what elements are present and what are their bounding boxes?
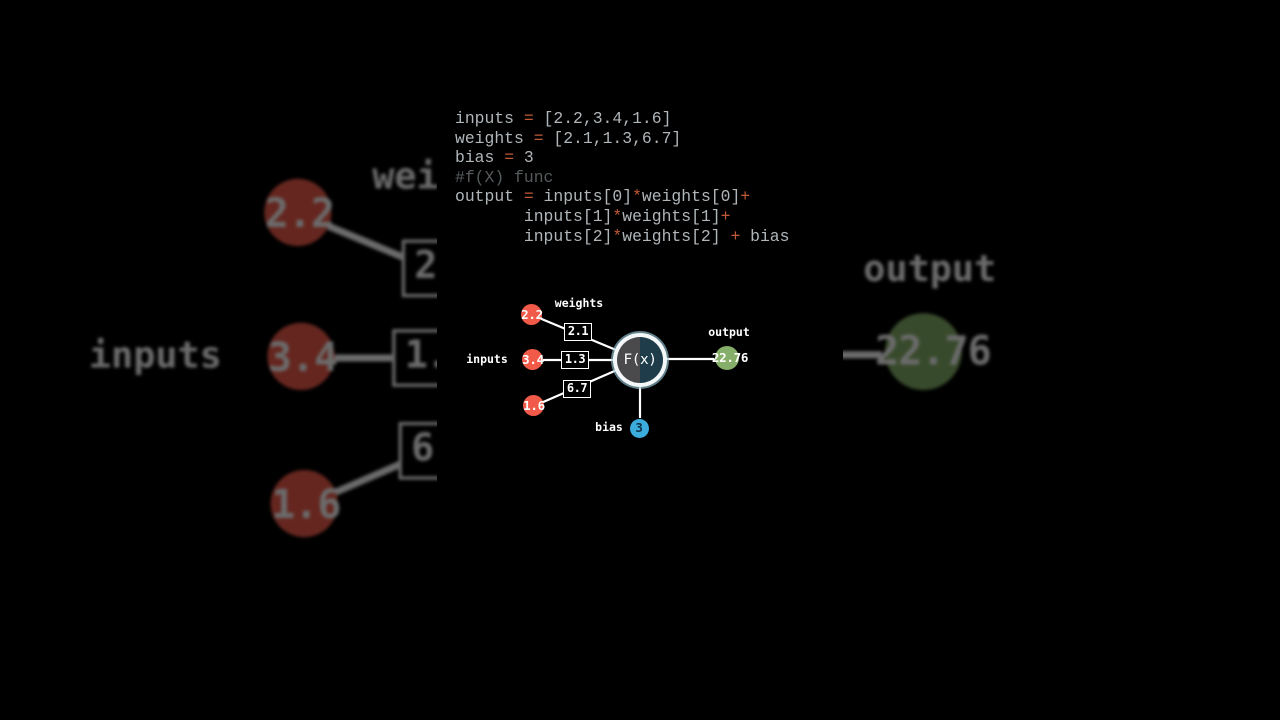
input-value-3: 1.6 xyxy=(523,398,545,413)
weight-box-1: 2.1 xyxy=(564,323,592,341)
neuron-node: F(x) xyxy=(613,333,667,387)
neuron-function-label: F(x) xyxy=(617,337,663,383)
output-value: 22.76 xyxy=(711,350,749,365)
input-value-1: 2.2 xyxy=(521,307,543,322)
output-label: output xyxy=(708,325,750,339)
weight-box-3: 6.7 xyxy=(563,380,591,398)
weights-label: weights xyxy=(554,296,604,310)
bias-value: 3 xyxy=(635,420,643,435)
weight-box-2: 1.3 xyxy=(561,351,589,369)
inputs-label: inputs xyxy=(466,352,508,366)
input-value-2: 3.4 xyxy=(522,352,544,367)
